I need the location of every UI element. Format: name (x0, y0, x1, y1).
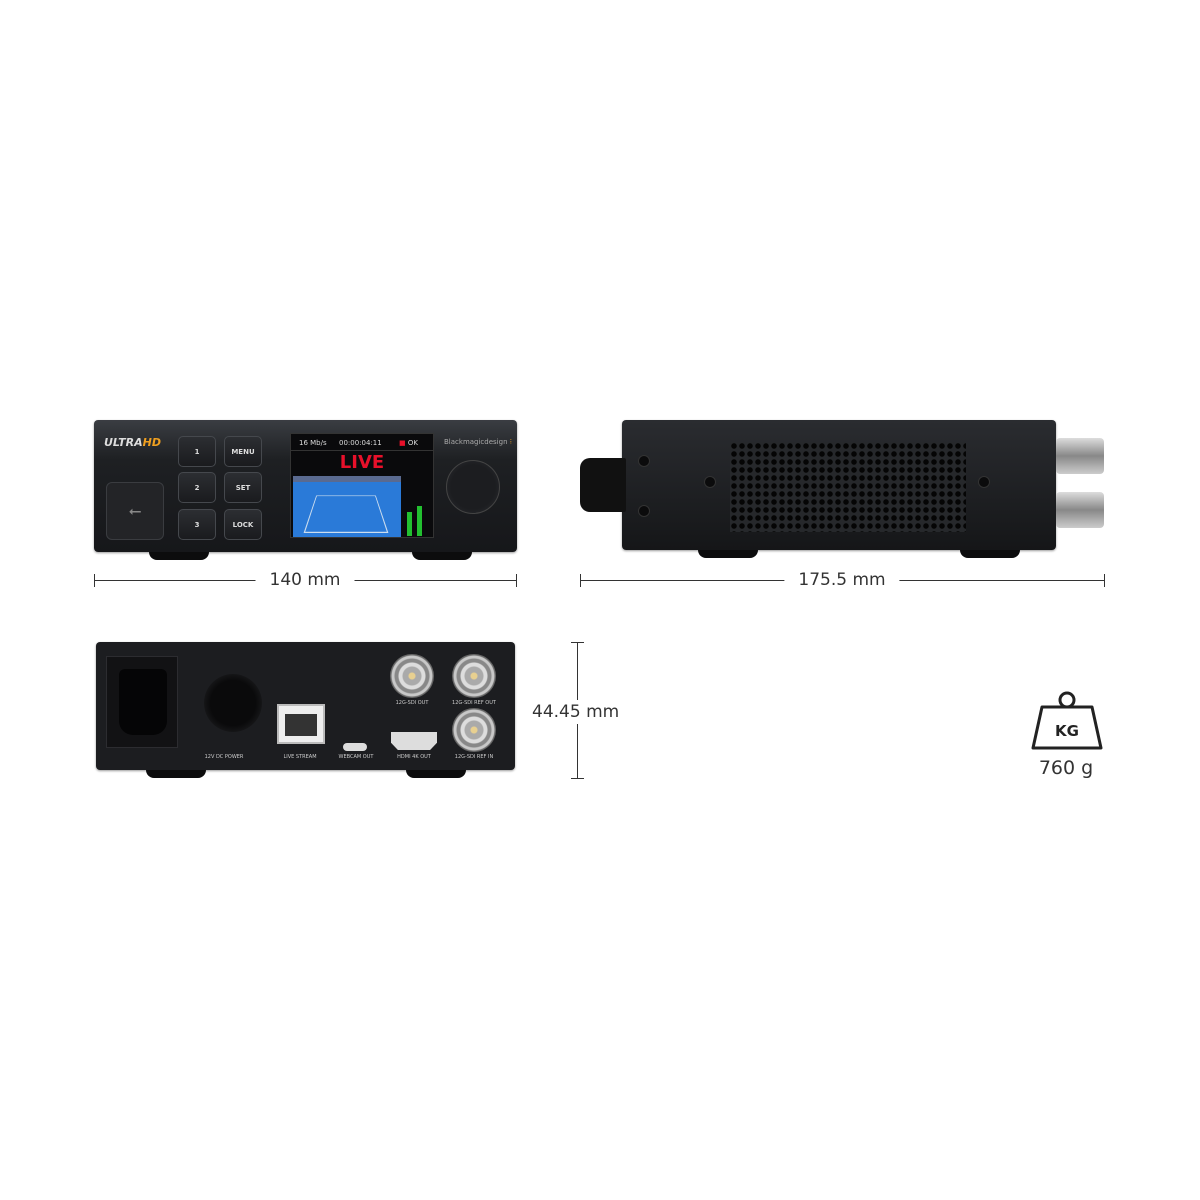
xlr-power-connector (204, 674, 262, 732)
port-label-sdi-ref-out: 12G-SDI REF OUT (452, 700, 496, 706)
weight-icon: KG (1030, 690, 1104, 752)
port-label-sdi-out: 12G-SDI OUT (395, 700, 429, 706)
side-panel-view (580, 420, 1105, 560)
bitrate: 16 Mb/s (299, 439, 327, 447)
hdmi-port[interactable] (391, 732, 437, 750)
button-1[interactable]: 1 (178, 436, 216, 467)
button-3[interactable]: 3 (178, 509, 216, 540)
width-label: 140 mm (255, 570, 355, 590)
lock-button[interactable]: LOCK (224, 509, 262, 540)
ethernet-port[interactable] (277, 704, 325, 744)
usb-c-port[interactable] (343, 743, 367, 751)
port-label-sdi-ref-in: 12G-SDI REF IN (454, 754, 494, 760)
bnc-connector-top (1056, 438, 1104, 474)
control-knob[interactable] (446, 460, 500, 514)
button-2[interactable]: 2 (178, 472, 216, 503)
rear-panel-view: 12V DC POWER LIVE STREAM WEBCAM OUT HDMI… (96, 642, 515, 778)
sdi-out-connector[interactable] (390, 654, 434, 698)
side-knob (580, 458, 626, 512)
audio-meter-left (407, 512, 412, 536)
height-label: 44.45 mm (530, 700, 622, 724)
blackmagic-logo: Blackmagicdesign ⁝ (444, 438, 512, 446)
video-preview (293, 476, 401, 537)
bnc-connector-bottom (1056, 492, 1104, 528)
vent-grille (730, 442, 966, 532)
live-label: LIVE (339, 452, 385, 473)
menu-button[interactable]: MENU (224, 436, 262, 467)
audio-meter-right (417, 506, 422, 536)
usb-icon: ⭠ (128, 501, 142, 520)
iec-power-inlet (106, 656, 178, 748)
port-label-webcam-out: WEBCAM OUT (338, 754, 374, 760)
weight-value: 760 g (1038, 757, 1094, 779)
sdi-ref-in-connector[interactable] (452, 708, 496, 752)
usb-port: ⭠ (106, 482, 164, 540)
front-panel-view: ULTRAHD ⭠ 1 2 3 MENU SET LOCK 16 Mb/s 00… (94, 420, 517, 560)
status-ok: ■ OK (399, 439, 418, 447)
lcd-screen: 16 Mb/s 00:00:04:11 ■ OK LIVE (290, 433, 434, 538)
port-label-hdmi-4k-out: HDMI 4K OUT (397, 754, 431, 760)
sdi-ref-out-connector[interactable] (452, 654, 496, 698)
depth-label: 175.5 mm (784, 570, 900, 590)
port-label-12v-dc-power: 12V DC POWER (204, 754, 244, 760)
ultra-hd-logo: ULTRAHD (104, 436, 161, 449)
timecode: 00:00:04:11 (339, 439, 382, 447)
port-label-live-stream: LIVE STREAM (283, 754, 317, 760)
set-button[interactable]: SET (224, 472, 262, 503)
